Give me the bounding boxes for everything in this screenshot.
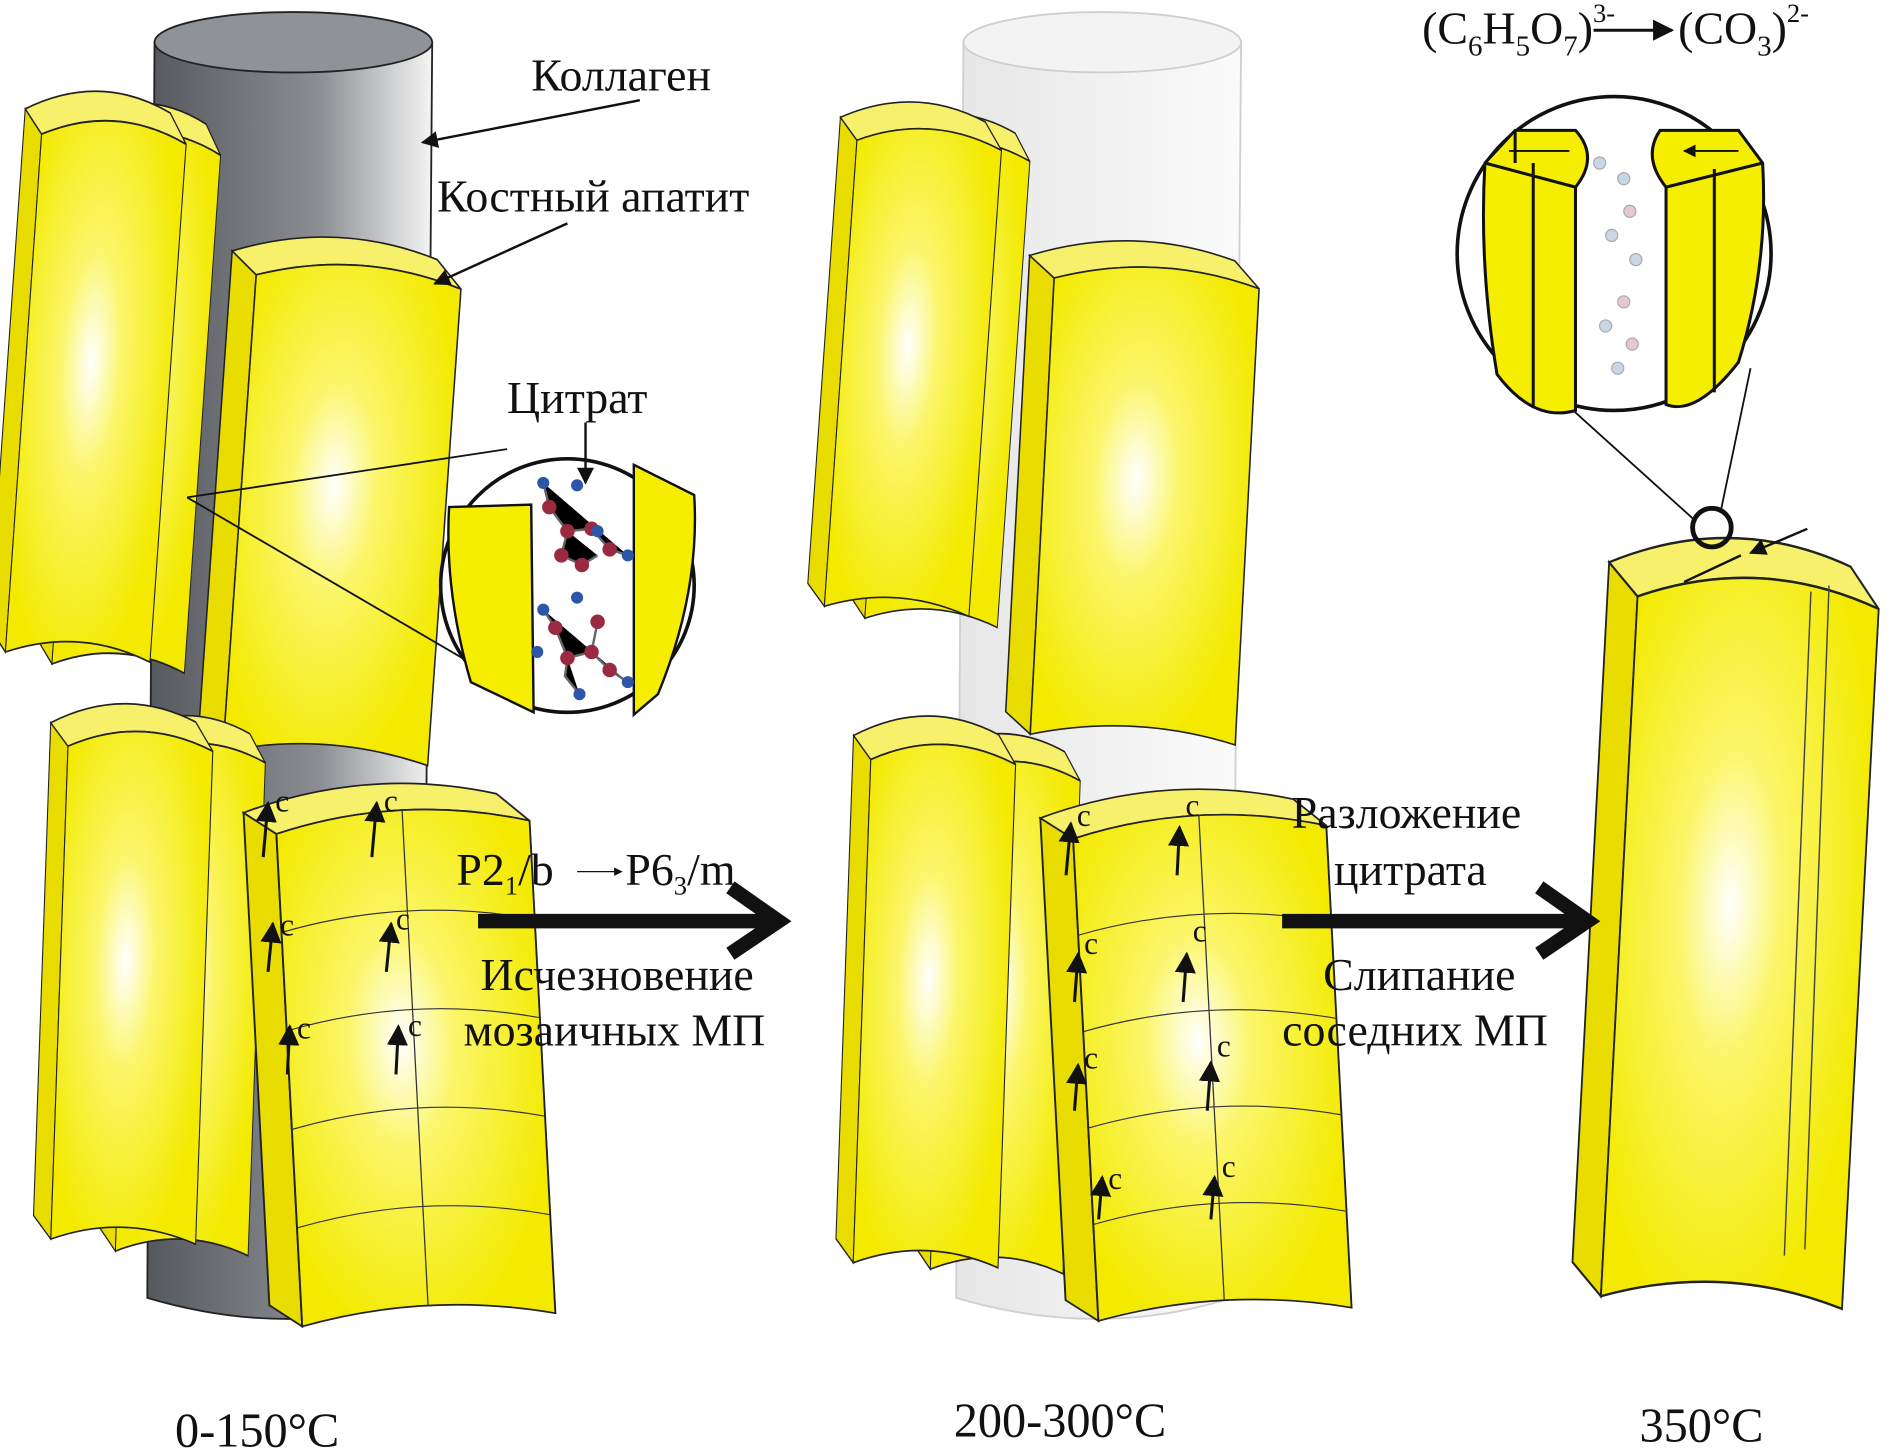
zoom-lines bbox=[186, 448, 508, 671]
apatite-label: Костный апатит bbox=[437, 170, 749, 221]
magnify-spot bbox=[1690, 505, 1734, 550]
svg-text:P21/b: P21/b bbox=[456, 844, 553, 901]
svg-text:P63/m: P63/m bbox=[625, 844, 735, 901]
compression-arrows bbox=[1683, 527, 1808, 584]
c-axis-arrows bbox=[1058, 821, 1224, 1220]
collagen-label: Коллаген bbox=[531, 50, 711, 101]
svg-text:Слипание: Слипание bbox=[1323, 949, 1515, 1000]
temperature-stage-3: 350°C bbox=[1639, 1399, 1763, 1452]
svg-text:c: c bbox=[275, 783, 289, 818]
merge-magnifier bbox=[1455, 94, 1773, 415]
stage-2: c c c c c c c c bbox=[805, 11, 1351, 1323]
carbonate-molecules bbox=[1592, 156, 1643, 375]
stage-1: c c c c c c bbox=[0, 11, 697, 1328]
svg-text:цитрата: цитрата bbox=[1334, 844, 1487, 895]
c-axis-labels: c c c c c c c c bbox=[1077, 788, 1236, 1196]
svg-text:c: c bbox=[384, 783, 398, 818]
svg-text:c: c bbox=[1077, 798, 1091, 833]
c-axis-labels: c c c c c c bbox=[275, 783, 422, 1045]
svg-text:c: c bbox=[280, 908, 294, 943]
svg-text:c: c bbox=[1222, 1149, 1236, 1184]
citrate-magnifier bbox=[438, 456, 697, 718]
svg-text:(CO3)2-: (CO3)2- bbox=[1678, 0, 1809, 63]
citrate-molecules bbox=[531, 476, 634, 701]
svg-text:мозаичных МП: мозаичных МП bbox=[464, 1005, 766, 1056]
apatite-plate bbox=[805, 96, 1006, 618]
transition-1: P21/b P63/m Исчезновение мозаичных МП bbox=[456, 844, 792, 1056]
temperature-stage-2: 200-300°C bbox=[954, 1395, 1166, 1448]
plate-seams bbox=[1783, 585, 1830, 1256]
apatite-plate bbox=[1003, 234, 1263, 746]
svg-text:c: c bbox=[408, 1008, 422, 1043]
merged-apatite-plate bbox=[1569, 530, 1884, 1311]
big-arrow-2 bbox=[1282, 881, 1601, 960]
apatite-plate bbox=[834, 712, 1019, 1269]
c-axis-arrows bbox=[255, 800, 409, 1075]
decomposition-formula: (C6H5O7)3- bbox=[1422, 0, 1615, 63]
svg-text:c: c bbox=[1217, 1028, 1231, 1063]
svg-text:соседних МП: соседних МП bbox=[1282, 1005, 1548, 1056]
svg-text:Исчезновение: Исчезновение bbox=[480, 949, 753, 1000]
citrate-label: Цитрат bbox=[507, 372, 647, 423]
apatite-plate bbox=[196, 229, 465, 767]
svg-text:Разложение: Разложение bbox=[1292, 787, 1522, 838]
big-arrow-1 bbox=[478, 881, 792, 960]
svg-text:c: c bbox=[1084, 1040, 1098, 1075]
svg-text:c: c bbox=[1193, 914, 1207, 949]
svg-text:c: c bbox=[1084, 926, 1098, 961]
svg-text:c: c bbox=[1108, 1161, 1122, 1196]
apatite-plate bbox=[31, 700, 216, 1246]
collagen-pointer bbox=[420, 99, 641, 148]
temperature-stage-1: 0-150°C bbox=[175, 1404, 339, 1456]
svg-text:c: c bbox=[396, 902, 410, 937]
svg-text:c: c bbox=[1186, 788, 1200, 823]
svg-text:c: c bbox=[297, 1010, 311, 1045]
stage-3: (C6H5O7)3- (CO3)2- bbox=[1422, 0, 1884, 1311]
apatite-pointer bbox=[433, 222, 568, 286]
transition-2: Разложение цитрата Слипание соседних МП bbox=[1282, 787, 1601, 1056]
